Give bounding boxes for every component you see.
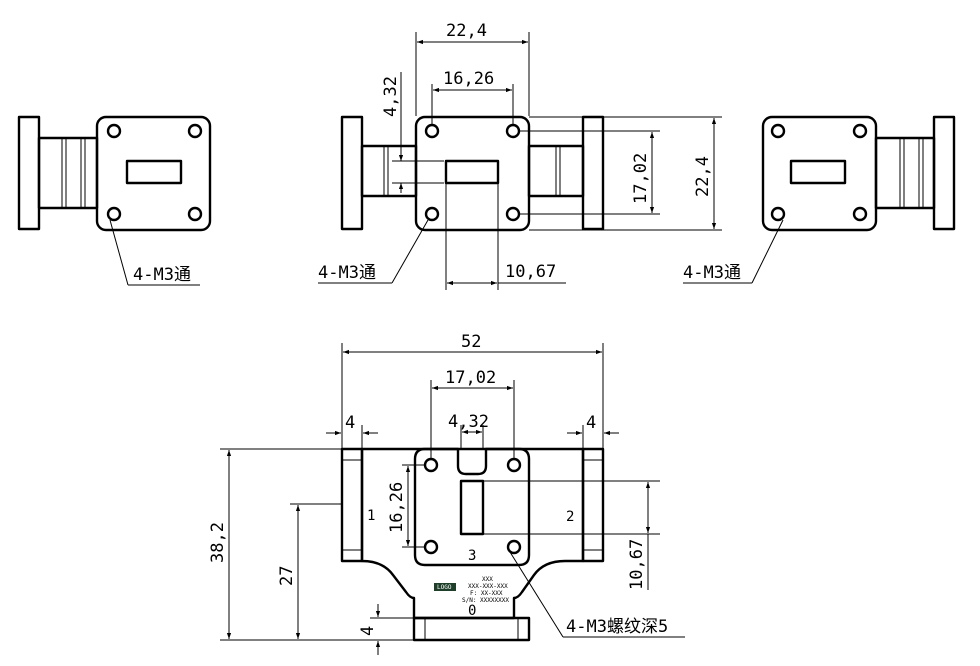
flange-plate <box>95 115 212 232</box>
mounting-hole <box>423 539 439 555</box>
flange-right <box>581 447 605 563</box>
flange-outline <box>17 115 41 231</box>
flange-left <box>340 447 364 563</box>
port-label: 1 <box>367 508 375 524</box>
flange-outline <box>581 115 605 231</box>
dim-width-outer: 22,4 <box>446 21 487 41</box>
nameplate-logo <box>434 583 456 591</box>
waveguide-body <box>37 136 99 210</box>
mounting-hole <box>423 457 439 473</box>
hole-callout: 4-M3通 <box>683 263 741 283</box>
center-flange-plate <box>413 447 531 567</box>
dim-height-outer: 22,4 <box>693 156 713 197</box>
mounting-hole <box>187 123 203 139</box>
nameplate-line: XXX-XXX-XXX <box>468 583 508 590</box>
mounting-hole <box>424 206 440 222</box>
tee-body <box>360 447 585 620</box>
dim-bottom-flange: 4 <box>358 626 378 636</box>
nameplate-line: F: XX-XXX <box>470 590 503 597</box>
dim-hole-spacing: 17,02 <box>445 368 496 388</box>
dim-total-width: 52 <box>461 332 481 352</box>
dim-hole-spacing: 17,02 <box>631 153 651 204</box>
dim-total-height: 38,2 <box>208 522 228 563</box>
port-label: 0 <box>468 603 476 619</box>
view-front: LOGO XXX XXX-XXX-XXX F: XX-XXX S/N: XXXX… <box>208 332 685 655</box>
waveguide-body <box>360 144 418 198</box>
mounting-hole <box>505 123 521 139</box>
port-label: 3 <box>468 548 476 564</box>
nameplate-line: XXX <box>482 576 493 583</box>
hole-callout: 4-M3通 <box>318 263 376 283</box>
mounting-hole <box>187 206 203 222</box>
dim-flange-right: 4 <box>586 413 596 433</box>
flange-outline <box>340 115 364 231</box>
waveguide-body <box>874 136 936 210</box>
mounting-hole <box>770 206 786 222</box>
mounting-hole <box>506 539 522 555</box>
waveguide-aperture <box>789 159 847 185</box>
dim-slot-width: 4,32 <box>448 412 489 432</box>
view-right: 4-M3通 <box>683 115 956 284</box>
mounting-hole <box>852 123 868 139</box>
flange-bottom <box>412 616 531 642</box>
mounting-hole <box>505 206 521 222</box>
view-left: 4-M3通 <box>17 115 212 286</box>
hole-callout: 4-M3螺纹深5 <box>566 617 668 637</box>
mounting-hole <box>106 123 122 139</box>
flange-plate <box>761 115 878 232</box>
dim-aperture-width: 16,26 <box>443 69 494 89</box>
view-center: 22,4 16,26 4,32 17,02 22,4 10,67 4-M3通 <box>318 21 722 290</box>
mounting-hole <box>852 206 868 222</box>
dim-aperture-height: 16,26 <box>387 482 407 533</box>
nameplate-line: S/N: XXXXXXXX <box>462 597 509 604</box>
center-aperture <box>459 479 485 536</box>
dim-slot-offset: 10,67 <box>627 539 647 590</box>
flange-plate <box>414 115 531 232</box>
dim-flange-left: 4 <box>345 413 355 433</box>
dim-slot-offset: 10,67 <box>505 262 556 282</box>
mounting-hole <box>106 206 122 222</box>
port-label: 2 <box>566 509 574 525</box>
mounting-hole <box>506 457 522 473</box>
flange-outline <box>932 115 956 231</box>
dim-slot-height: 4,32 <box>381 76 401 117</box>
hole-callout: 4-M3通 <box>133 265 191 285</box>
mounting-hole <box>424 123 440 139</box>
dim-port-center: 27 <box>277 566 297 586</box>
nameplate-logo-text: LOGO <box>437 584 452 591</box>
waveguide-aperture <box>444 159 500 185</box>
mounting-hole <box>770 123 786 139</box>
waveguide-aperture <box>125 159 183 185</box>
